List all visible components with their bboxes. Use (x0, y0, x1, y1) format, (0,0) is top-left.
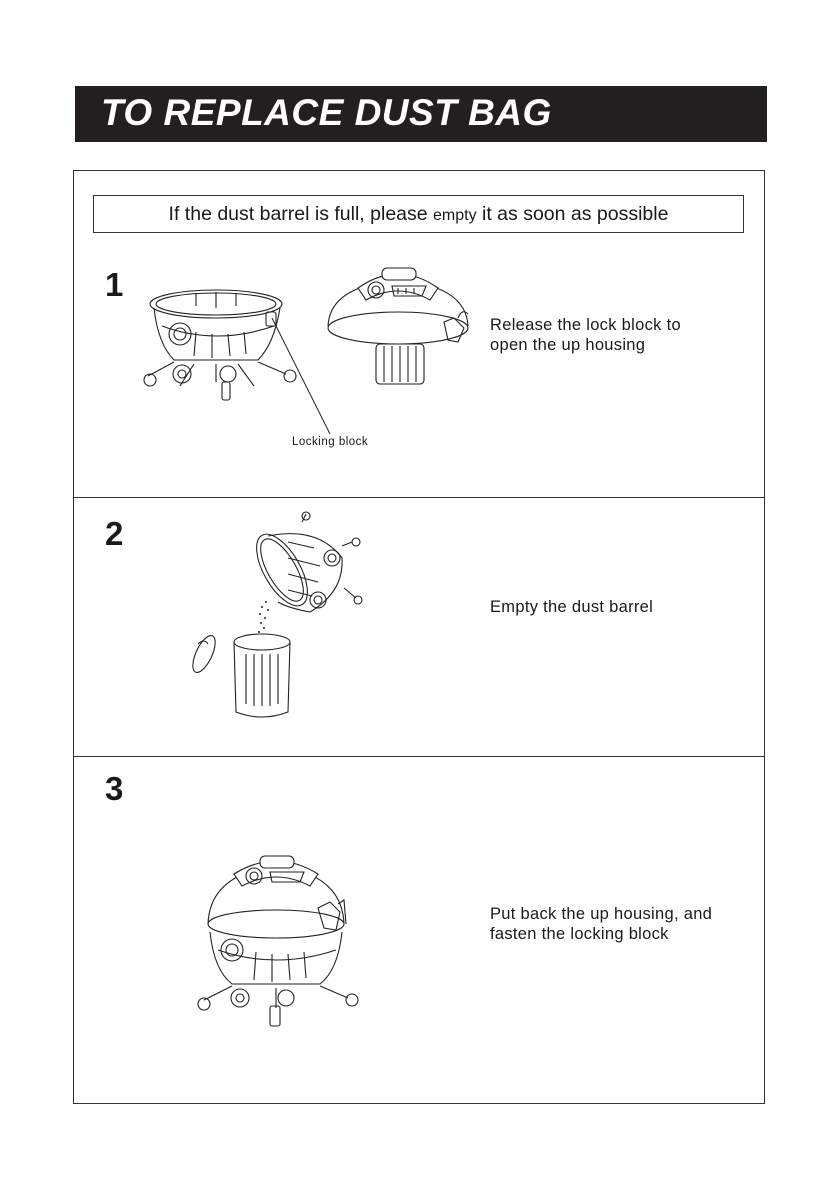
notice-text-emphasis: empty (433, 207, 477, 224)
up-housing-illustration (322, 262, 478, 394)
step-2-number: 2 (105, 515, 123, 553)
section-divider-1 (73, 497, 765, 498)
step-1-number: 1 (105, 266, 123, 304)
locking-block-caption: Locking block (292, 436, 368, 448)
notice-text-part1: If the dust barrel is full, please (169, 203, 433, 225)
notice-box: If the dust barrel is full, please empty… (93, 195, 744, 233)
assembled-vacuum-illustration (190, 852, 362, 1032)
step-3-number: 3 (105, 770, 123, 808)
page-title: TO REPLACE DUST BAG (101, 92, 552, 134)
step-3-line2: fasten the locking block (490, 924, 712, 944)
section-divider-2 (73, 756, 765, 757)
title-bar: TO REPLACE DUST BAG (75, 86, 767, 142)
step-2-line1: Empty the dust barrel (490, 597, 653, 617)
step-3-text: Put back the up housing, and fasten the … (490, 904, 712, 944)
step-1-line1: Release the lock block to (490, 315, 681, 335)
step-1-text: Release the lock block to open the up ho… (490, 315, 681, 355)
step-2-text: Empty the dust barrel (490, 597, 653, 617)
trash-bin-illustration (190, 628, 294, 722)
step-3-line1: Put back the up housing, and (490, 904, 712, 924)
step-1-line2: open the up housing (490, 335, 681, 355)
notice-text-part2: it as soon as possible (477, 203, 669, 225)
